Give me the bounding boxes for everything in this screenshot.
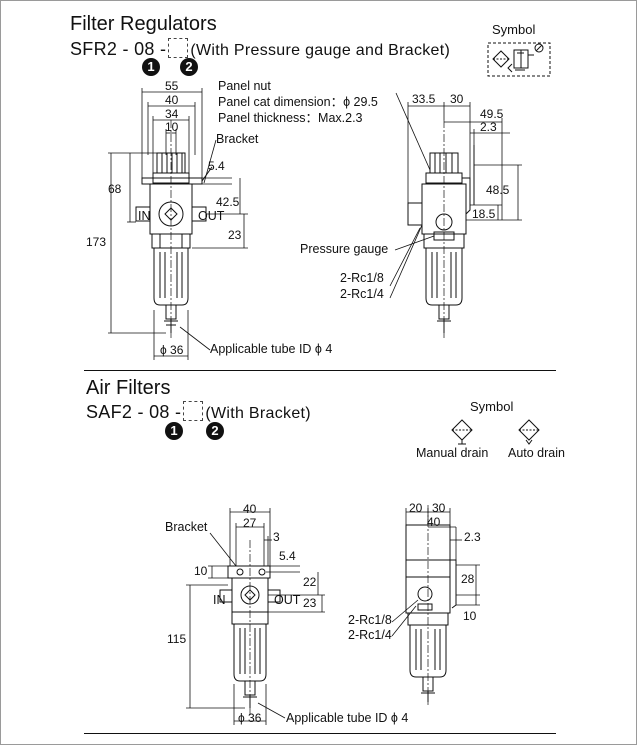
section-divider [84, 370, 556, 371]
dim-34: 34 [165, 107, 179, 121]
manual-drain-label: Manual drain [416, 446, 489, 460]
in-port-label: IN [138, 209, 151, 223]
option-badge-2: 2 [180, 58, 198, 76]
port-rc14-label: 2-Rc1/4 [348, 628, 392, 642]
dim-20: 20 [409, 501, 423, 515]
dim-40: 40 [243, 502, 257, 516]
dim-30: 30 [432, 501, 446, 515]
panel-cut-label: Panel cat dimension：ϕ 29.5 [218, 95, 378, 109]
tube-id-label: Applicable tube ID ϕ 4 [286, 711, 409, 725]
dim-30: 30 [450, 92, 464, 106]
dim-55: 55 [165, 79, 179, 93]
bottom-divider [84, 733, 556, 734]
dim-48-5: 48.5 [486, 183, 510, 197]
option-box [183, 401, 204, 421]
section1-symbol-label: Symbol [492, 22, 536, 37]
option-badge-1: 1 [165, 422, 183, 440]
out-port-label: OUT [198, 209, 225, 223]
section1-model-suffix: (With Pressure gauge and Bracket) [190, 42, 451, 59]
section1-title: Filter Regulators [70, 13, 217, 35]
fr-side-view [407, 120, 475, 340]
dim-5-4: 5.4 [208, 159, 225, 173]
dim-68: 68 [108, 182, 122, 196]
section2-symbol-label: Symbol [470, 399, 514, 414]
auto-drain-label: Auto drain [508, 446, 565, 460]
section1-model-code: SFR2 - 08 - (With Pressure gauge and Brac… [70, 38, 450, 59]
option-box [168, 38, 189, 58]
in-port-label: IN [213, 593, 226, 607]
dim-22: 22 [303, 575, 317, 589]
section2-title: Air Filters [86, 377, 171, 399]
section2-model-prefix: SAF2 - 08 - [86, 402, 182, 422]
panel-nut-label: Panel nut [218, 79, 271, 93]
dim-10: 10 [194, 564, 208, 578]
option-badge-1: 1 [142, 58, 160, 76]
dim-28: 28 [461, 572, 475, 586]
dim-27: 27 [243, 516, 257, 530]
section2-model-suffix: (With Bracket) [205, 405, 311, 422]
panel-thickness-label: Panel thickness：Max.2.3 [218, 111, 363, 125]
dim-40: 40 [165, 93, 179, 107]
port-rc18-label: 2-Rc1/8 [348, 613, 392, 627]
dim-2-3: 2.3 [480, 120, 497, 134]
dim-5-4: 5.4 [279, 549, 296, 563]
fr-side-dimensions [389, 92, 522, 299]
fr-front-view [135, 120, 213, 340]
manual-drain-symbol [451, 419, 473, 445]
dim-33-5: 33.5 [412, 92, 436, 106]
bracket-label: Bracket [165, 520, 208, 534]
dim-42-5: 42.5 [216, 195, 240, 209]
dim-phi-36: ϕ 36 [238, 711, 262, 725]
af-side-dimensions [391, 508, 480, 637]
fr-front-dimensions [108, 88, 248, 360]
dim-23: 23 [228, 228, 242, 242]
dim-phi-36: ϕ 36 [160, 343, 184, 357]
dim-10-side: 10 [463, 609, 477, 623]
pressure-gauge-label: Pressure gauge [300, 242, 389, 256]
dim-40-side: 40 [427, 515, 441, 529]
tube-id-label: Applicable tube ID ϕ 4 [210, 342, 333, 356]
port-rc18-label: 2-Rc1/8 [340, 271, 384, 285]
dim-18-5: 18.5 [472, 207, 496, 221]
section1-model-prefix: SFR2 - 08 - [70, 39, 167, 59]
dim-49-5: 49.5 [480, 107, 504, 121]
dim-115: 115 [167, 632, 187, 646]
dim-173: 173 [86, 235, 107, 249]
auto-drain-symbol [518, 419, 540, 445]
dim-2-3: 2.3 [464, 530, 481, 544]
dim-3: 3 [273, 530, 280, 544]
out-port-label: OUT [274, 593, 301, 607]
dim-23: 23 [303, 596, 317, 610]
af-front-dimensions [186, 508, 325, 725]
option-badge-2: 2 [206, 422, 224, 440]
filter-regulator-symbol [487, 42, 551, 77]
port-rc14-label: 2-Rc1/4 [340, 287, 384, 301]
af-front-view [219, 540, 281, 715]
af-side-view [405, 505, 457, 705]
bracket-label: Bracket [216, 132, 259, 146]
dim-10: 10 [165, 120, 179, 134]
section2-model-code: SAF2 - 08 - (With Bracket) [86, 401, 311, 422]
